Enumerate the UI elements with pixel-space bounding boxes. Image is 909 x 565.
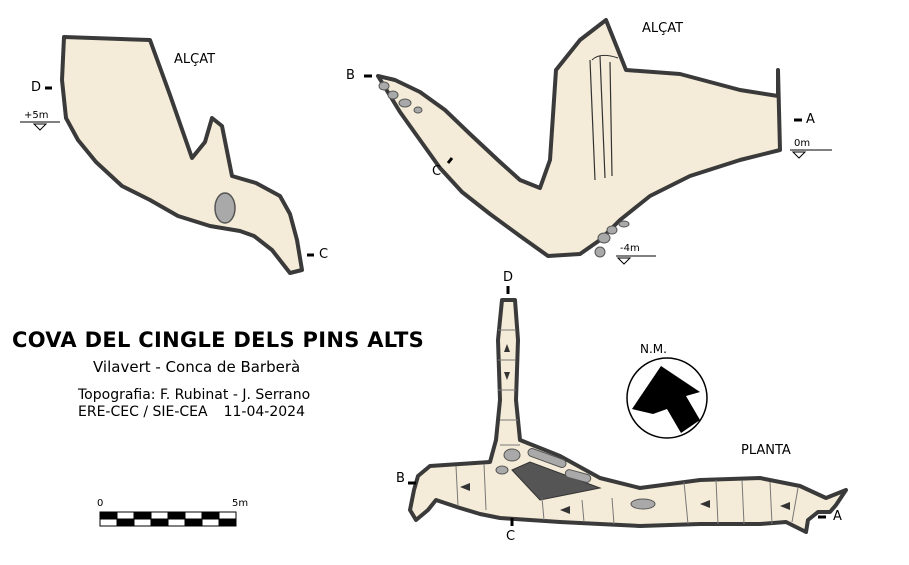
location-text: Vilavert - Conca de Barberà — [93, 358, 301, 376]
marker-b-elev: B — [346, 68, 355, 83]
left-elevation-outline — [60, 35, 304, 275]
survey-title: COVA DEL CINGLE DELS PINS ALTS — [12, 328, 425, 352]
marker-c-plan: C — [506, 529, 516, 544]
level-minus4: -4m — [620, 243, 640, 254]
view-label-planta: PLANTA — [741, 443, 791, 458]
marker-a-plan: A — [833, 509, 842, 524]
marker-d-elev: D — [31, 80, 42, 95]
plan-view — [408, 298, 848, 534]
scale-start: 0 — [97, 498, 104, 509]
survey-date: 11-04-2024 — [223, 404, 305, 420]
group-date-text: ERE-CEC / SIE-CEA 11-04-2024 — [78, 404, 305, 420]
marker-a-elev: A — [806, 112, 815, 127]
view-label-alcat-right: ALÇAT — [642, 21, 684, 36]
left-elevation — [60, 35, 304, 275]
right-elevation-outline — [376, 18, 782, 258]
north-arrow — [626, 357, 708, 439]
marker-d-plan: D — [503, 270, 514, 285]
credits-text: Topografia: F. Rubinat - J. Serrano — [78, 387, 311, 403]
level-plus5: +5m — [24, 110, 49, 121]
scale-end: 5m — [232, 498, 249, 509]
marker-b-plan: B — [396, 471, 405, 486]
north-label: N.M. — [640, 342, 667, 356]
marker-c-elev-left: C — [319, 247, 329, 262]
scale-bar — [99, 511, 237, 527]
marker-c-elev: C — [432, 164, 442, 179]
right-elevation — [376, 18, 782, 258]
view-label-alcat-left: ALÇAT — [174, 52, 216, 67]
dark-rock — [511, 461, 602, 501]
level-zero: 0m — [794, 138, 811, 149]
groups-text: ERE-CEC / SIE-CEA — [78, 404, 208, 420]
plan-outline — [408, 298, 848, 534]
rock-block — [214, 192, 236, 224]
